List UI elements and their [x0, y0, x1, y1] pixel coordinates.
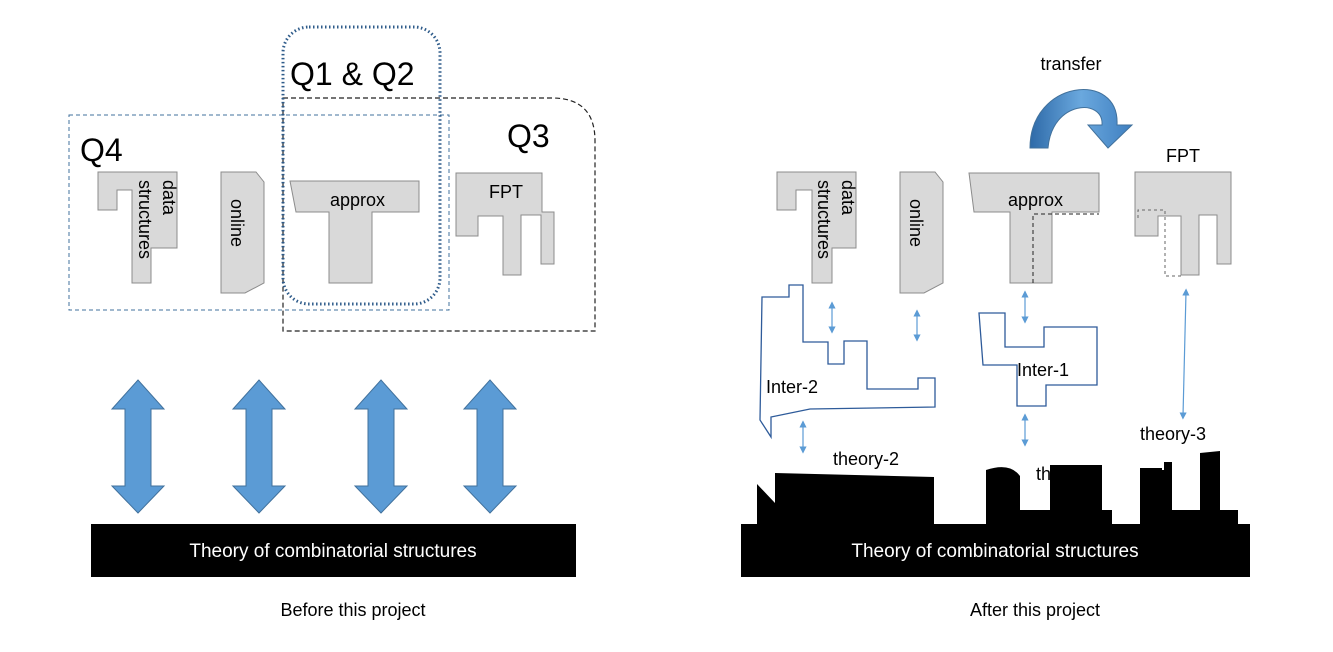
- transfer-curved-arrow: [1029, 89, 1134, 149]
- double-arrow-3: [353, 379, 409, 514]
- approx-label: approx: [330, 190, 385, 210]
- online-shape: [220, 171, 265, 294]
- after-caption: After this project: [970, 600, 1100, 620]
- transfer-label: transfer: [1040, 54, 1101, 74]
- after-fpt-label: FPT: [1166, 146, 1200, 166]
- after-data-structures-label-line2: structures: [814, 180, 834, 259]
- before-foundation-bar: [91, 524, 576, 577]
- data-structures-label-line1: data: [159, 180, 179, 216]
- after-online-label: online: [906, 199, 926, 247]
- q3-group-box: [282, 97, 596, 332]
- double-arrow-1: [110, 379, 166, 514]
- data-structures-shape: [97, 171, 178, 284]
- inter-2-outline: [759, 284, 936, 440]
- inter-1-outline: [978, 312, 1098, 407]
- after-foundation-silhouette: [741, 451, 1250, 577]
- before-panel: Q4 Q3 Q1 & Q2 data structures online app…: [68, 25, 596, 620]
- online-label: online: [227, 199, 247, 247]
- q4-group-box: [68, 114, 450, 311]
- q12-label: Q1 & Q2: [290, 56, 415, 92]
- theory-3-label: theory-3: [1140, 424, 1206, 444]
- after-approx-shape: [968, 172, 1100, 284]
- double-arrow-4: [462, 379, 518, 514]
- q12-group-box: [281, 25, 442, 306]
- fpt-shape: [455, 172, 555, 276]
- approx-shape: [289, 180, 420, 284]
- fpt-label: FPT: [489, 182, 523, 202]
- theory-2-label: theory-2: [833, 449, 899, 469]
- double-arrow-2: [231, 379, 287, 514]
- after-data-structures-label-line1: data: [838, 180, 858, 216]
- data-structures-label-line2: structures: [135, 180, 155, 259]
- after-panel: transfer data structures online approx F…: [741, 54, 1250, 620]
- q4-label: Q4: [80, 132, 123, 168]
- before-caption: Before this project: [280, 600, 425, 620]
- after-foundation-label: Theory of combinatorial structures: [851, 541, 1138, 562]
- q3-label: Q3: [507, 118, 550, 154]
- after-data-structures-shape: [776, 171, 857, 284]
- after-approx-label: approx: [1008, 190, 1063, 210]
- inter-1-label: Inter-1: [1017, 360, 1069, 380]
- after-online-shape: [899, 171, 944, 294]
- after-fpt-shape: [1134, 171, 1232, 276]
- after-approx-dashed-overlay: [1032, 213, 1099, 283]
- inter-2-label: Inter-2: [766, 377, 818, 397]
- link-arrow-fpt-theory3: [1179, 288, 1190, 420]
- before-foundation-label: Theory of combinatorial structures: [189, 541, 476, 562]
